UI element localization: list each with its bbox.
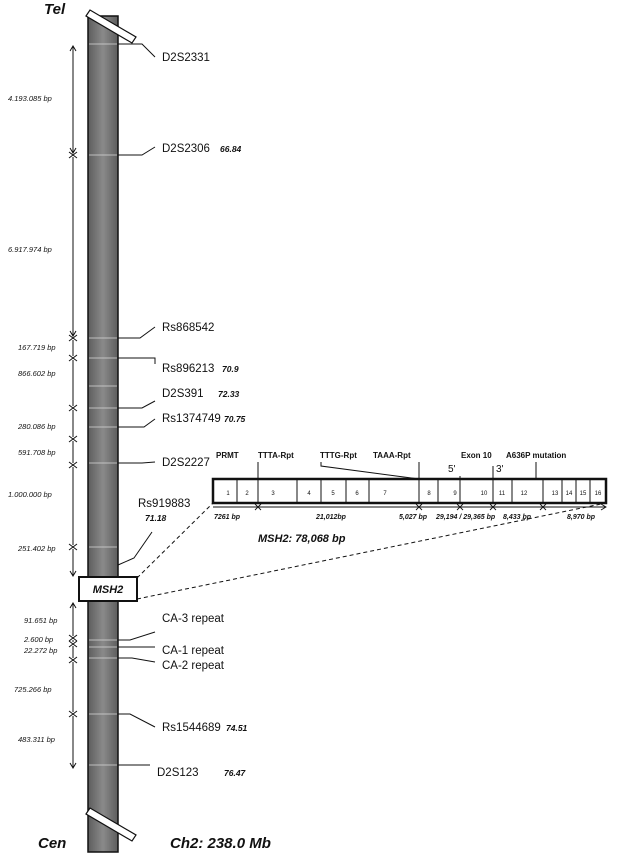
feature-label: TTTG-Rpt [320, 451, 357, 460]
feature-label: Exon 10 [461, 451, 492, 460]
marker-label: Rs919883 [138, 498, 190, 510]
distance-label: 1.000.000 bp [8, 490, 52, 499]
distance-label: 167.719 bp [18, 343, 56, 352]
marker-label: D2S2331 [162, 52, 210, 64]
gene-structure: 1 2 3 4 5 6 7 8 9 10 11 12 13 14 15 16 P… [211, 451, 608, 545]
exon-number: 7 [383, 491, 387, 497]
distance-arrowheads [68, 45, 78, 769]
segment-label: 8,970 bp [567, 514, 596, 521]
exon-number: 11 [499, 491, 506, 497]
marker-cm: 70.9 [222, 364, 239, 374]
exon-number: 5 [331, 491, 335, 497]
exon-number: 13 [552, 491, 559, 497]
three-prime-label: 3' [496, 464, 504, 475]
segment-label: 7261 bp [214, 514, 241, 521]
marker-label: CA-3 repeat [162, 613, 225, 625]
exon-number: 3 [271, 491, 275, 497]
marker-cm: 71.18 [145, 513, 167, 523]
exon-number: 10 [481, 491, 488, 497]
marker-label: Rs1544689 [162, 722, 221, 734]
chromosome-bar [87, 15, 119, 853]
exon-number: 14 [566, 491, 573, 497]
exon-number: 8 [427, 491, 431, 497]
distance-label: 91.651 bp [24, 616, 57, 625]
msh2-locus-box [78, 576, 138, 602]
segment-label: 5,027 bp [399, 514, 428, 521]
segment-label: 21,012bp [315, 514, 347, 521]
exon-number: 1 [226, 491, 230, 497]
marker-cm: 66.84 [220, 144, 242, 154]
marker-cm: 76.47 [224, 768, 247, 778]
distance-label: 2.600 bp [23, 635, 53, 644]
distance-label: 22.272 bp [23, 646, 57, 655]
exon-number: 4 [307, 491, 311, 497]
marker-label: D2S391 [162, 388, 204, 400]
five-prime-label: 5' [448, 464, 456, 475]
marker-cm: 72.33 [218, 389, 240, 399]
marker-cm: 74.51 [226, 723, 248, 733]
gene-title: MSH2: 78,068 bp [258, 533, 346, 545]
telomere-cap [85, 9, 137, 44]
chromosome-size-label: Ch2: 238.0 Mb [170, 835, 271, 852]
marker-label: D2S2227 [162, 457, 210, 469]
feature-label: TTTA-Rpt [258, 451, 294, 460]
segment-label: 29,194 / 29,365 bp [435, 514, 496, 521]
marker-cm: 70.75 [224, 414, 246, 424]
centromere-cap [85, 807, 137, 842]
exon-number: 15 [580, 491, 587, 497]
distance-label: 591.708 bp [18, 448, 56, 457]
distance-label: 280.086 bp [17, 422, 56, 431]
distance-label: 251.402 bp [17, 544, 56, 553]
marker-label: D2S123 [157, 767, 199, 779]
cen-label: Cen [38, 835, 66, 852]
distance-label: 6.917.974 bp [8, 245, 52, 254]
marker-label: Rs868542 [162, 322, 214, 334]
exon-number: 9 [453, 491, 457, 497]
marker-label: Rs896213 [162, 363, 214, 375]
distance-label: 4.193.085 bp [8, 94, 52, 103]
msh2-locus-label: MSH2 [93, 584, 124, 596]
zoom-lines [136, 502, 607, 600]
exon-number: 12 [521, 491, 528, 497]
segment-label: 8,433 bp [503, 514, 532, 521]
exon-number: 16 [595, 491, 602, 497]
gene-box [211, 477, 608, 505]
feature-label: TAAA-Rpt [373, 451, 411, 460]
marker-leaders [117, 43, 156, 766]
band-lines [89, 43, 117, 766]
marker-label: D2S2306 [162, 143, 210, 155]
distance-label: 725.266 bp [14, 685, 52, 694]
distance-label: 483.311 bp [18, 735, 55, 744]
feature-label: A636P mutation [506, 451, 566, 460]
feature-label: PRMT [216, 451, 239, 460]
exon-number: 6 [355, 491, 359, 497]
marker-label: Rs1374749 [162, 413, 221, 425]
marker-label: CA-2 repeat [162, 660, 225, 672]
distance-label: 866.602 bp [18, 369, 56, 378]
tel-label: Tel [44, 1, 66, 18]
marker-label: CA-1 repeat [162, 645, 225, 657]
exon-number: 2 [245, 491, 249, 497]
